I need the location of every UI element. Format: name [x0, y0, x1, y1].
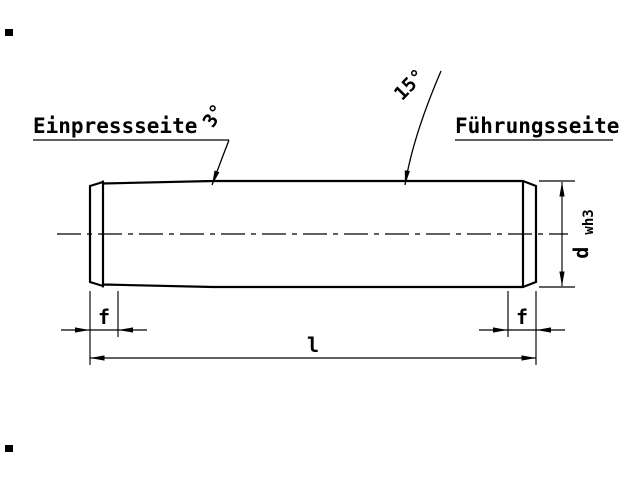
diameter-label-subscript: wh3 [581, 209, 597, 234]
diameter-label: d wh3 [569, 209, 597, 258]
angle-left-label: 3° [199, 100, 230, 131]
frame-mark-bottom [5, 445, 13, 452]
f-left-label: f [98, 305, 110, 329]
angle-right-leader-arc [404, 70, 442, 186]
angle-left-leader-arc [211, 139, 230, 186]
angle-right-label: 15° [390, 65, 430, 105]
press-side-label: Einpressseite [33, 114, 197, 138]
diameter-label-main: d [569, 247, 593, 259]
f-right-label: f [516, 305, 528, 329]
guide-side-label: Führungsseite [455, 114, 619, 138]
frame-mark-top [5, 29, 13, 36]
length-label: l [307, 333, 319, 357]
